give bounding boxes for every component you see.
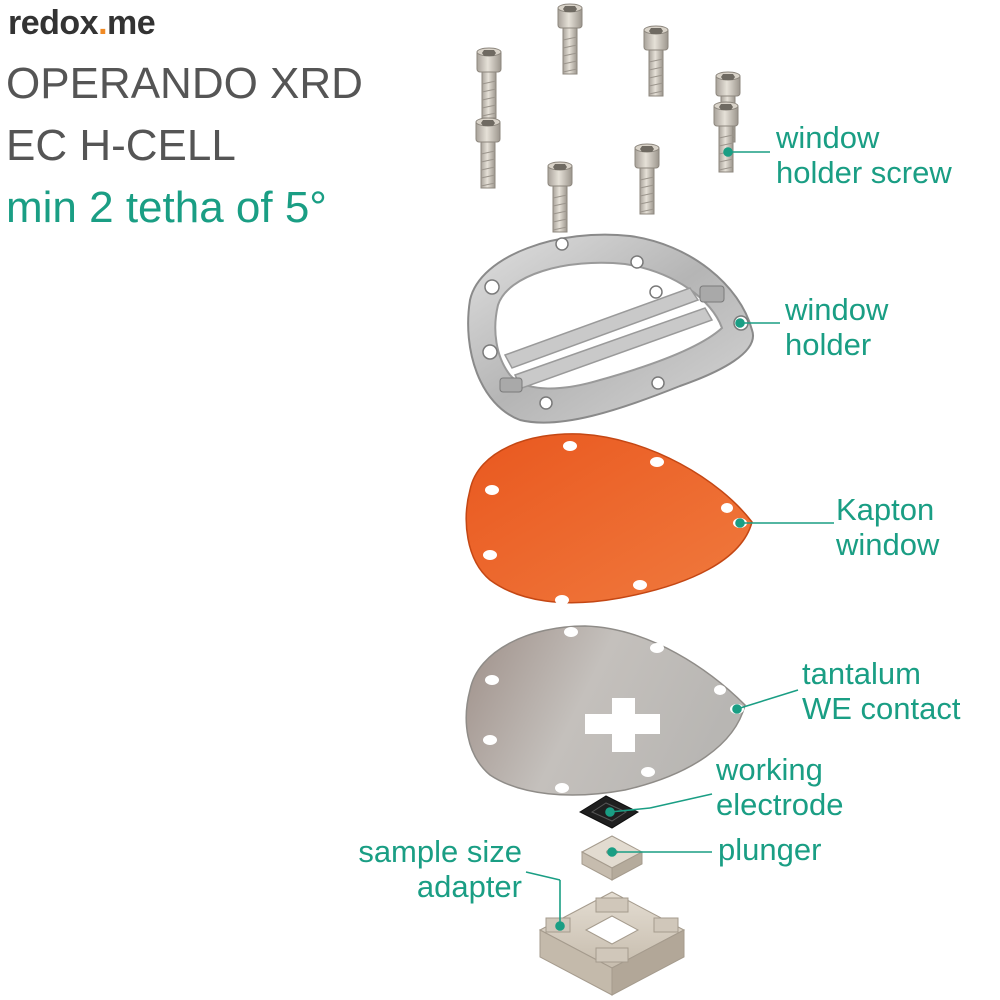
kapton-window <box>466 434 752 605</box>
label-kapton-window: Kapton window <box>836 492 939 562</box>
label-line: window <box>785 292 888 327</box>
plunger <box>582 836 642 880</box>
logo-text-b: me <box>107 4 155 42</box>
logo-text-a: redox <box>8 4 98 42</box>
label-line: holder screw <box>776 155 952 190</box>
logo-dot: . <box>98 4 107 42</box>
title-line-1: OPERANDO XRD <box>6 62 363 106</box>
label-window-holder: window holder <box>785 292 888 362</box>
label-line: holder <box>785 327 888 362</box>
label-sample-size-adapter: sample size adapter <box>344 834 522 904</box>
label-line: plunger <box>718 832 821 867</box>
window-holder-screws <box>476 4 740 232</box>
title-line-2: EC H-CELL <box>6 124 236 168</box>
label-line: WE contact <box>802 691 961 726</box>
label-line: Kapton <box>836 492 939 527</box>
label-line: sample size <box>344 834 522 869</box>
redoxme-logo: redox.me <box>8 4 155 43</box>
label-line: working <box>716 752 844 787</box>
label-window-holder-screw: window holder screw <box>776 120 952 190</box>
label-line: tantalum <box>802 656 961 691</box>
tantalum-we-contact <box>466 626 745 795</box>
subtitle: min 2 tetha of 5° <box>6 186 327 230</box>
window-holder-frame <box>468 235 753 423</box>
label-tantalum-we-contact: tantalum WE contact <box>802 656 961 726</box>
label-working-electrode: working electrode <box>716 752 844 822</box>
label-line: window <box>836 527 939 562</box>
label-line: adapter <box>344 869 522 904</box>
label-line: window <box>776 120 952 155</box>
label-plunger: plunger <box>718 832 821 867</box>
label-line: electrode <box>716 787 844 822</box>
sample-size-adapter <box>540 892 684 995</box>
